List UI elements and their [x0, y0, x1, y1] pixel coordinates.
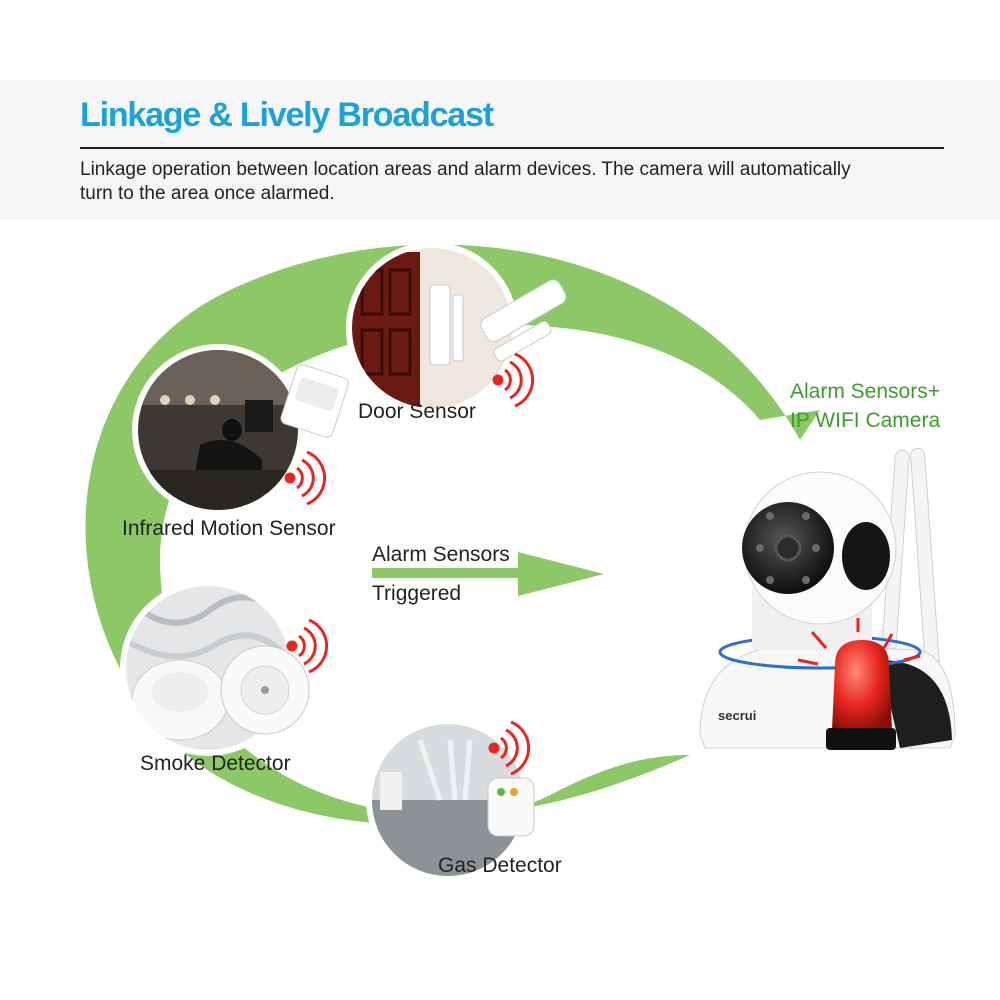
signal-waves-icon [284, 450, 327, 506]
infrared-sensor-image [132, 344, 349, 516]
gas-detector-label: Gas Detector [438, 854, 562, 877]
page-description: Linkage operation between location areas… [80, 158, 950, 206]
description-line-2: turn to the area once alarmed. [80, 183, 335, 204]
infrared-sensor-label: Infrared Motion Sensor [122, 517, 336, 540]
signal-waves-icon [492, 352, 535, 408]
alarm-rays-icon [797, 618, 921, 666]
smoke-detector-image [120, 580, 310, 756]
camera-label: Alarm Sensors+ IP WIFI Camera [790, 377, 940, 435]
signal-waves-icon [286, 618, 329, 674]
page-title: Linkage & Lively Broadcast [80, 96, 494, 134]
camera-brand: secrui [718, 708, 757, 723]
door-sensor-label: Door Sensor [358, 400, 476, 423]
gas-detector-image [366, 718, 535, 882]
ip-camera-image [699, 447, 956, 749]
smoke-detector-label: Smoke Detector [140, 752, 291, 775]
header-band [0, 80, 1000, 220]
signal-waves-icon [488, 720, 531, 776]
arrow-right-icon [372, 552, 604, 596]
siren-icon [826, 640, 896, 750]
flow-label-line-1: Alarm Sensors [372, 543, 510, 566]
title-divider [80, 147, 944, 149]
door-sensor-image [346, 242, 567, 414]
flow-label-line-2: Triggered [372, 582, 462, 605]
description-line-1: Linkage operation between location areas… [80, 159, 851, 180]
camera-label-line-1: Alarm Sensors+ [790, 380, 940, 403]
camera-label-line-2: IP WIFI Camera [790, 409, 941, 432]
